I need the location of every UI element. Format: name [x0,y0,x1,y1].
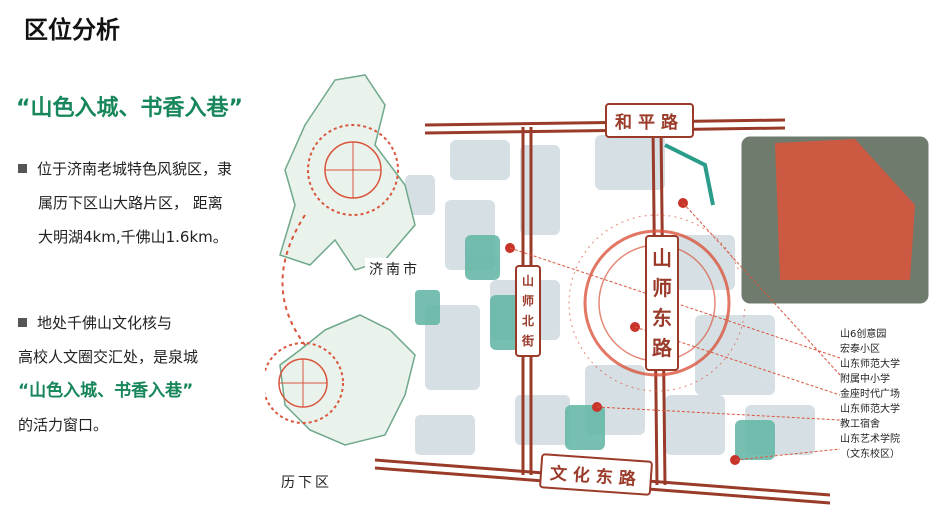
bullet-line: 位于济南老城特色风貌区，隶 [18,152,278,186]
bullet-line: 高校人文圈交汇处，是泉城 [18,348,199,366]
road-label-heping: 和平路 [605,103,694,138]
legend-item: 金座时代广场 [840,389,900,400]
bullet-square-icon [18,164,27,173]
location-bullet: 位于济南老城特色风貌区，隶 属历下区山大路片区， 距离 大明湖4km,千佛山1.… [18,152,278,254]
location-map: 和平路 文化东路 山师北街 山师东路 济南市 历下区 山6创意园 宏泰小区 山东… [265,65,935,525]
jinan-target-marker [307,124,399,216]
legend-item: 山6创意园 [840,329,887,340]
slogan-heading: “山色入城、书香入巷” [16,96,243,121]
bullet-line: 大明湖4km,千佛山1.6km。 [38,228,228,246]
map-svg [265,74,932,505]
bullet-line: 属历下区山大路片区， 距离 [38,194,223,212]
bullet-text: 位于济南老城特色风貌区，隶 [37,160,233,178]
legend-item: 附属中小学 [840,374,890,385]
legend-item: （文东校区） [840,449,900,460]
connector-arc [281,214,306,346]
district-label-lixia: 历下区 [277,471,336,493]
bullet-line: 地处千佛山文化核与 [18,306,268,340]
jinan-city-outline [279,74,416,271]
bullet-text: 地处千佛山文化核与 [37,314,173,332]
poi-legend: 山6创意园 宏泰小区 山东师范大学 附属中小学 金座时代广场 山东师范大学 教工… [840,327,932,462]
legend-item: 山东艺术学院 [840,434,900,445]
legend-item: 教工宿舍 [840,419,880,430]
lixia-district-outline [279,314,416,446]
river-line [664,143,715,206]
aerial-inset [738,133,932,307]
bullet-line: 的活力窗口。 [18,416,109,434]
culture-bullet: 地处千佛山文化核与 高校人文圈交汇处，是泉城 “山色入城、书香入巷” 的活力窗口… [18,306,268,442]
legend-item: 山东师范大学 [840,404,900,415]
bullet-square-icon [18,318,27,327]
green-spaces [415,235,775,460]
legend-item: 山东师范大学 [840,359,900,370]
road-label-shanshi-east-road: 山师东路 [645,235,679,371]
district-label-jinan: 济南市 [365,258,424,280]
legend-item: 宏泰小区 [840,344,880,355]
road-label-shanshi-north-street: 山师北街 [515,265,541,357]
page-title: 区位分析 [24,16,120,44]
bullet-highlight-line: “山色入城、书香入巷” [18,381,194,401]
